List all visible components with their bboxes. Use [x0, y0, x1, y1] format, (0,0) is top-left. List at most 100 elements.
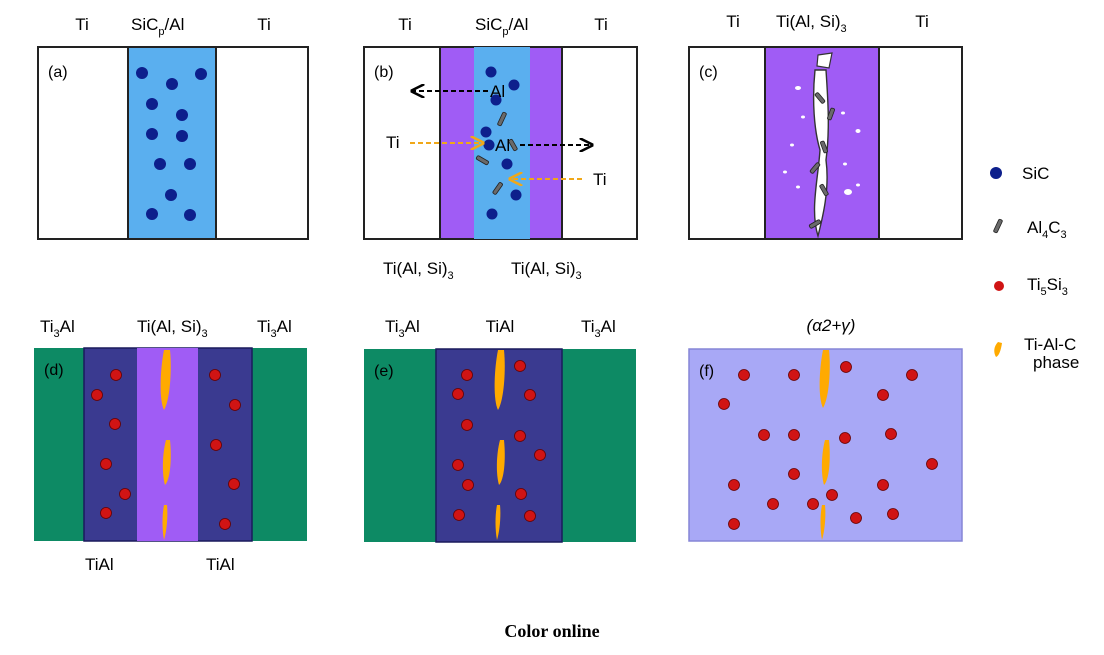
ti5si3-particle	[758, 429, 770, 441]
panel-e-ti5si3-particles	[452, 360, 546, 522]
panel-b-label-bottom-right: Ti(Al, Si)3	[511, 259, 582, 282]
panel-b-label-ti-right: Ti	[594, 15, 608, 34]
panel-f-label-alpha2-gamma: (α2+γ)	[807, 316, 856, 335]
sic-particle	[486, 208, 498, 220]
void-dot	[783, 170, 787, 174]
ti5si3-particle	[788, 369, 800, 381]
panel-b-arrow-label-al-2: Al	[495, 136, 510, 155]
void-dot	[856, 183, 860, 187]
ti5si3-particle	[515, 488, 527, 500]
legend-sic-label: SiC	[1022, 164, 1049, 183]
al4c3-rod	[820, 140, 828, 154]
panel-d-tag: (d)	[44, 362, 64, 379]
ti5si3-particle	[110, 369, 122, 381]
panel-d-ti5si3-particles	[91, 369, 241, 530]
void-dot	[841, 111, 845, 115]
sic-particle	[154, 158, 166, 170]
ti5si3-particle	[906, 369, 918, 381]
panel-b-arrow-label-ti-1: Ti	[386, 133, 400, 152]
panel-b-arrow-label-ti-2: Ti	[593, 170, 607, 189]
sic-particle	[165, 189, 177, 201]
panel-b-label-bottom-left: Ti(Al, Si)3	[383, 259, 454, 282]
panel-a-label-ti-right: Ti	[257, 15, 271, 34]
legend-tialc-flake	[994, 342, 1002, 357]
ti5si3-particle	[229, 399, 241, 411]
panel-b-al4c3-rods	[475, 111, 518, 195]
sic-particle	[184, 158, 196, 170]
tialc-flake	[160, 350, 171, 410]
panel-d-label-ti3al-left: Ti3Al	[40, 317, 75, 340]
al4c3-rod	[814, 92, 826, 104]
sic-particle	[510, 189, 522, 201]
panel-d: Ti3Al Ti(Al, Si)3 Ti3Al (d) TiAl TiAl	[34, 317, 307, 574]
panel-f-ti5si3-particles	[718, 361, 938, 530]
panel-b-sic-particles	[480, 66, 522, 220]
panel-c-label-ti-right: Ti	[915, 12, 929, 31]
legend-sic-dot	[990, 167, 1002, 179]
ti5si3-particle	[738, 369, 750, 381]
sic-particle	[166, 78, 178, 90]
panel-f-tialc-phase	[819, 350, 830, 540]
sic-particle	[146, 98, 158, 110]
al4c3-rod	[809, 162, 821, 174]
panel-c: Ti Ti(Al, Si)3 Ti (c)	[688, 12, 963, 240]
void-flake	[816, 52, 833, 69]
al4c3-rod	[475, 155, 489, 166]
sic-particle	[146, 208, 158, 220]
sic-particle	[195, 68, 207, 80]
panel-a: Ti SiCp/Al Ti (a)	[37, 15, 309, 240]
al4c3-rod	[497, 111, 507, 127]
tialc-flake	[821, 440, 830, 485]
legend-al4c3-label: Al4C3	[1027, 218, 1067, 241]
void-dot	[855, 129, 861, 133]
legend: SiC Al4C3 Ti5Si3 Ti-Al-C phase	[990, 164, 1079, 372]
panel-b: Ti SiCp/Al Ti Al Al Ti Ti	[363, 15, 638, 282]
panel-e-label-ti3al-left: Ti3Al	[385, 317, 420, 340]
sic-particle	[501, 158, 513, 170]
ti5si3-particle	[210, 439, 222, 451]
panel-a-label-sicp-al: SiCp/Al	[131, 15, 184, 38]
ti5si3-particle	[524, 510, 536, 522]
panel-f: (α2+γ) (f	[688, 316, 963, 542]
tialc-flake	[819, 350, 830, 408]
sic-particle	[136, 67, 148, 79]
void-dot	[795, 86, 801, 90]
panel-c-label-ti-left: Ti	[726, 12, 740, 31]
al4c3-rod	[819, 183, 829, 197]
panel-e-label-tial: TiAl	[486, 317, 515, 336]
sic-particle	[176, 130, 188, 142]
sic-particle	[490, 94, 502, 106]
tialc-flake	[495, 505, 501, 540]
panel-b-label-ti-left: Ti	[398, 15, 412, 34]
ti5si3-particle	[767, 498, 779, 510]
al4c3-rod	[808, 219, 822, 229]
ti5si3-particle	[885, 428, 897, 440]
panel-a-sic-particles	[136, 67, 207, 221]
ti5si3-particle	[514, 430, 526, 442]
ti5si3-particle	[826, 489, 838, 501]
sic-particle	[485, 66, 497, 78]
panel-a-tag: (a)	[48, 64, 68, 81]
ti5si3-particle	[788, 468, 800, 480]
ti5si3-particle	[119, 488, 131, 500]
panel-d-tialc-phase	[160, 350, 171, 540]
ti5si3-particle	[839, 432, 851, 444]
void-dot	[790, 143, 794, 147]
ti5si3-particle	[452, 459, 464, 471]
ti5si3-particle	[109, 418, 121, 430]
ti5si3-particle	[788, 429, 800, 441]
ti5si3-particle	[718, 398, 730, 410]
panel-d-label-tial-left: TiAl	[85, 555, 114, 574]
sic-particle	[480, 126, 492, 138]
panel-b-label-sicp-al: SiCp/Al	[475, 15, 528, 38]
ti5si3-particle	[877, 479, 889, 491]
tialc-flake	[162, 505, 168, 540]
panel-f-tag: (f)	[699, 363, 714, 380]
ti5si3-particle	[850, 512, 862, 524]
panel-a-label-ti-left: Ti	[75, 15, 89, 34]
panel-d-label-ti-al-si3: Ti(Al, Si)3	[137, 317, 208, 340]
panel-e-label-ti3al-right: Ti3Al	[581, 317, 616, 340]
ti5si3-particle	[453, 509, 465, 521]
tialc-flake	[496, 440, 505, 485]
al4c3-rod	[492, 182, 503, 195]
